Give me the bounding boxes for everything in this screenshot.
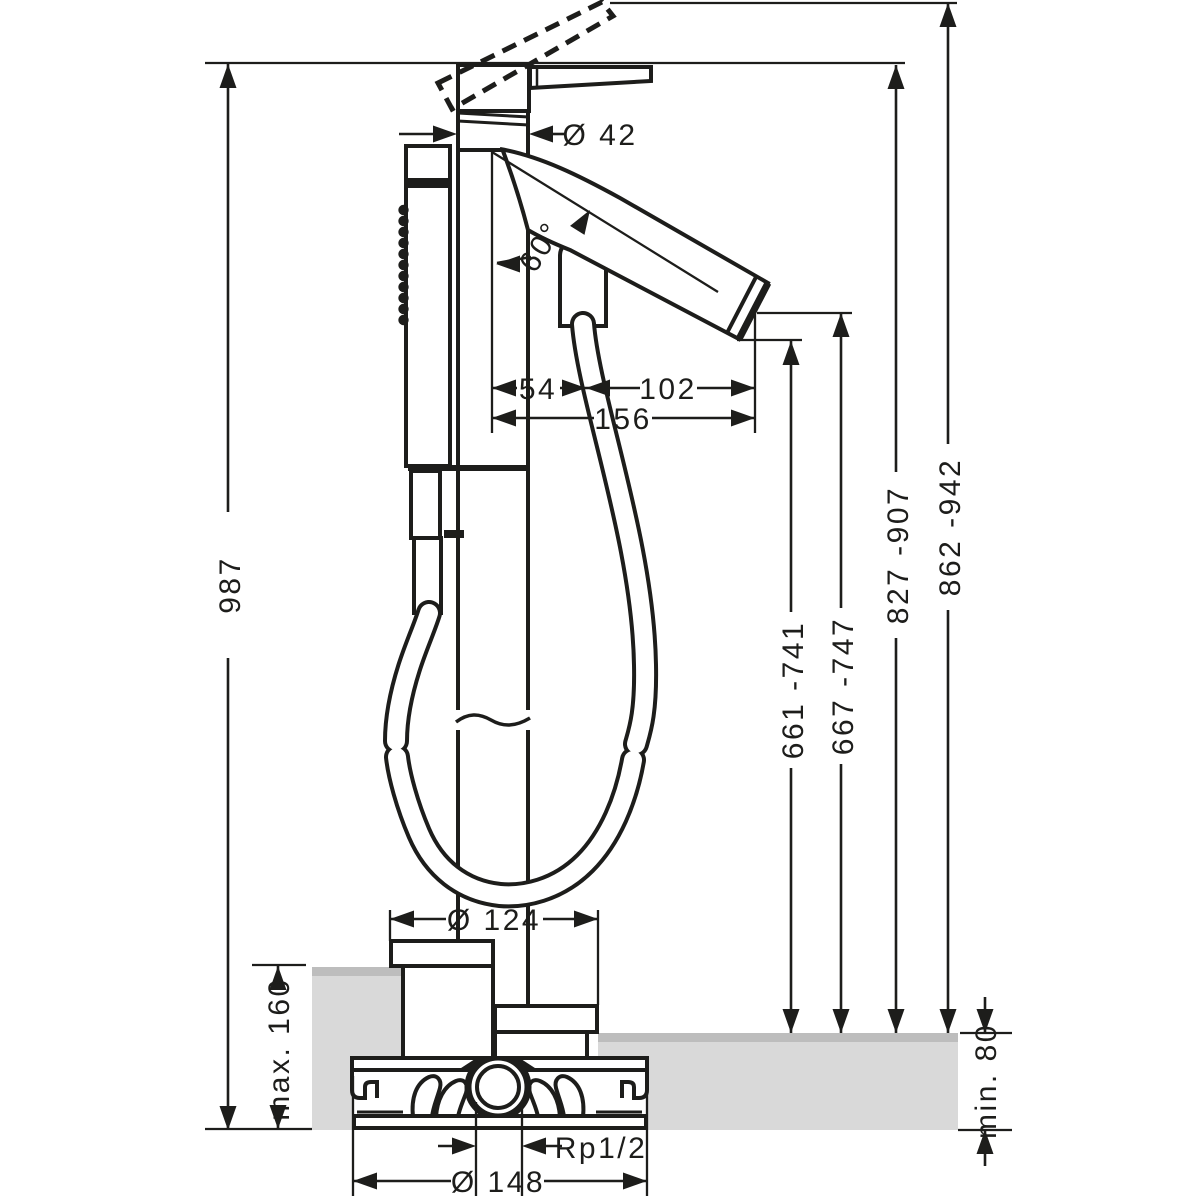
label-center-to-hose: 54 [519,373,557,406]
label-outlet-bottom-height: 661 -741 [777,621,810,759]
label-handle-height: 827 -907 [882,486,915,624]
clamp-petals-left [410,1074,443,1119]
label-floor-buildup-min: min. 80 [970,1023,1003,1139]
dimension-arrows [219,3,994,1190]
reference-lines [490,151,757,433]
column-break-line [454,713,531,727]
hand-shower [398,144,528,615]
base-escutcheon [389,939,599,1060]
extension-lines [205,1,1012,1196]
lever-handle [528,65,653,91]
label-connection-thread: Rp1/2 [555,1132,648,1165]
lever-raised-position-dashed [434,0,617,113]
spray-nozzles [398,204,409,326]
label-lever-raised-height: 862 -942 [934,458,967,596]
clamp-petals-right [553,1074,586,1119]
spout-outlet-face [735,281,772,341]
label-center-to-spout-tip: 156 [594,403,652,436]
shower-holder [409,469,442,540]
floor-right-slab [598,1033,958,1130]
dimension-labels: Ø 42 60° 54 102 156 987 661 -741 667 -74… [214,119,1003,1199]
label-column-diameter: Ø 42 [562,119,637,152]
mixer-body [456,63,531,127]
spout [458,147,772,342]
shower-hose [383,311,659,909]
label-hose-to-spout-tip: 102 [639,373,697,406]
spout-centerline [491,151,719,293]
label-escutcheon-diameter: Ø 124 [447,904,541,937]
label-total-height: 987 [214,556,247,614]
label-base-body-diameter: Ø 148 [451,1166,545,1199]
installation-body [350,1053,649,1130]
label-outlet-center-height: 667 -747 [827,617,860,755]
aerator-joint [725,276,758,334]
label-floor-buildup-max: max. 160 [263,977,296,1120]
pipe-socket-inner [475,1064,521,1110]
base-bottom-plate [352,1114,648,1130]
